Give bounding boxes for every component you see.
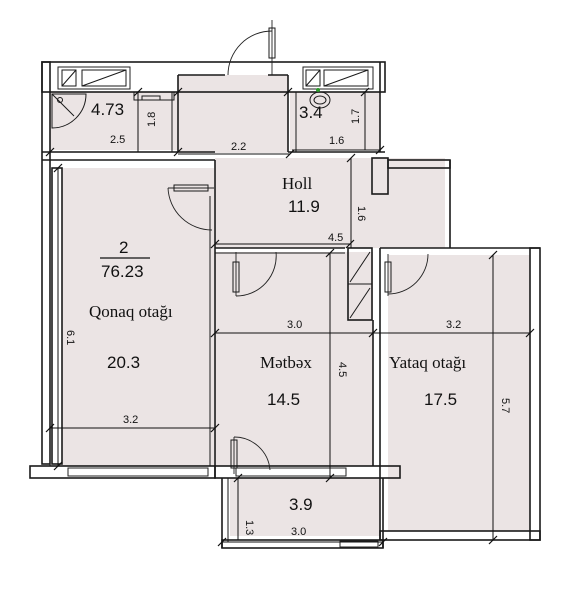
bedroom-door-swing [387, 253, 429, 295]
kitchen-bottom-window [235, 467, 347, 477]
dim-hall-height: 1.6 [355, 206, 367, 221]
dimension-labels: 1.8 2.5 2.2 1.7 1.6 1.6 4.5 6.1 3.2 3.0 … [64, 109, 511, 538]
wc-sink-tap [316, 88, 320, 92]
balcony-area: 3.9 [289, 495, 313, 514]
corridor-floor [178, 75, 288, 153]
wc-sink [309, 91, 331, 109]
wc-window-pane-right [323, 69, 369, 87]
left-window-frame [51, 167, 63, 465]
wc-window-pane-left [305, 69, 321, 87]
dim-living-height: 6.1 [64, 330, 76, 345]
entrance-door-handle [268, 27, 276, 59]
bath-door-handle [141, 95, 161, 101]
dim-living-width: 3.2 [123, 414, 138, 426]
wc-window-mark [305, 69, 321, 87]
living-room-area: 20.3 [107, 353, 140, 372]
dim-bedroom-height: 5.7 [499, 398, 511, 413]
bedroom-floor [388, 255, 530, 531]
doors [167, 20, 429, 474]
living-door-swing [167, 187, 213, 231]
room-labels: 4.73 3.4 Holl 11.9 2 76.23 Qonaq otağı 2… [89, 100, 466, 514]
dim-bath-width: 2.5 [110, 134, 125, 146]
kitchen-floor [215, 252, 373, 466]
hall-column [371, 157, 389, 195]
dim-kitchen-height: 4.5 [336, 362, 348, 377]
left-outer-wall [41, 61, 51, 465]
bathroom-floor [50, 92, 178, 150]
bath-window-mark-2 [81, 69, 127, 87]
hall-floor [215, 158, 445, 248]
dim-bedroom-width: 3.2 [446, 319, 461, 331]
dim-hall-width: 4.5 [328, 232, 343, 244]
balcony-window [339, 540, 379, 548]
bedroom-door-handle [384, 261, 392, 293]
living-room-name: Qonaq otağı [89, 302, 173, 321]
wc-window-mark-2 [323, 69, 369, 87]
dim-kitchen-width: 3.0 [287, 319, 302, 331]
dim-balcony-height: 1.3 [243, 520, 255, 535]
wardrobe-mark-2 [349, 287, 371, 319]
bath-window-pane-right [81, 69, 127, 87]
living-door-handle [173, 184, 209, 192]
balcony-bottom-wall [221, 539, 384, 549]
dimension-ticks [45, 87, 535, 547]
wc-area: 3.4 [299, 103, 323, 122]
hall-name: Holl [282, 174, 313, 193]
bedroom-right-wall [529, 247, 541, 541]
dim-wc-width: 1.6 [329, 135, 344, 147]
bath-window-mark [61, 69, 77, 87]
kitchen-bottom-wall [214, 465, 401, 479]
wc-sink-bowl [313, 95, 327, 105]
kitchen-door-handle [232, 261, 240, 293]
entrance-door-swing [227, 30, 273, 76]
kitchen-door-swing [235, 251, 277, 297]
kitchen-area: 14.5 [267, 390, 300, 409]
bath-window-pane-left [61, 69, 77, 87]
shower-tray [51, 93, 87, 129]
balcony-floor [230, 478, 380, 536]
balcony-door-handle [230, 439, 238, 469]
bedroom-bottom-wall [379, 530, 541, 541]
dim-corridor-width: 2.2 [231, 141, 246, 153]
living-bottom-window [67, 467, 209, 477]
dim-bath-height: 1.8 [146, 112, 158, 127]
apartment-total-area: 76.23 [101, 262, 144, 281]
apartment-number: 2 [119, 238, 128, 257]
shower-diagonal [51, 93, 75, 117]
bedroom-area: 17.5 [424, 390, 457, 409]
balcony-door-swing [233, 436, 271, 471]
wardrobe-mark-1 [349, 251, 371, 283]
kitchen-name: Mətbəx [260, 353, 312, 372]
dimension-lines [50, 92, 530, 543]
bathroom-area: 4.73 [91, 100, 124, 119]
living-room-floor [62, 168, 214, 466]
room-fills [50, 75, 530, 536]
dim-balcony-width: 3.0 [291, 526, 306, 538]
hall-area: 11.9 [288, 197, 320, 216]
bedroom-name: Yataq otağı [389, 353, 466, 372]
dim-wc-height: 1.7 [350, 109, 362, 124]
